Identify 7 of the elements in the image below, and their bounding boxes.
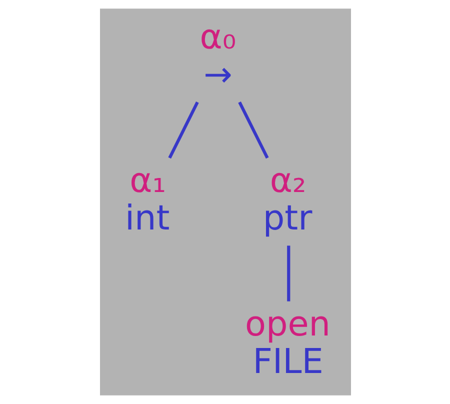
node-text: open FILE bbox=[244, 304, 330, 382]
connector bbox=[238, 102, 268, 159]
node-text: α₁ int bbox=[124, 161, 170, 238]
connector bbox=[168, 102, 198, 159]
node-text: α₂ ptr bbox=[262, 161, 312, 238]
connector bbox=[286, 246, 290, 302]
node-text: α₀ → bbox=[199, 18, 236, 96]
